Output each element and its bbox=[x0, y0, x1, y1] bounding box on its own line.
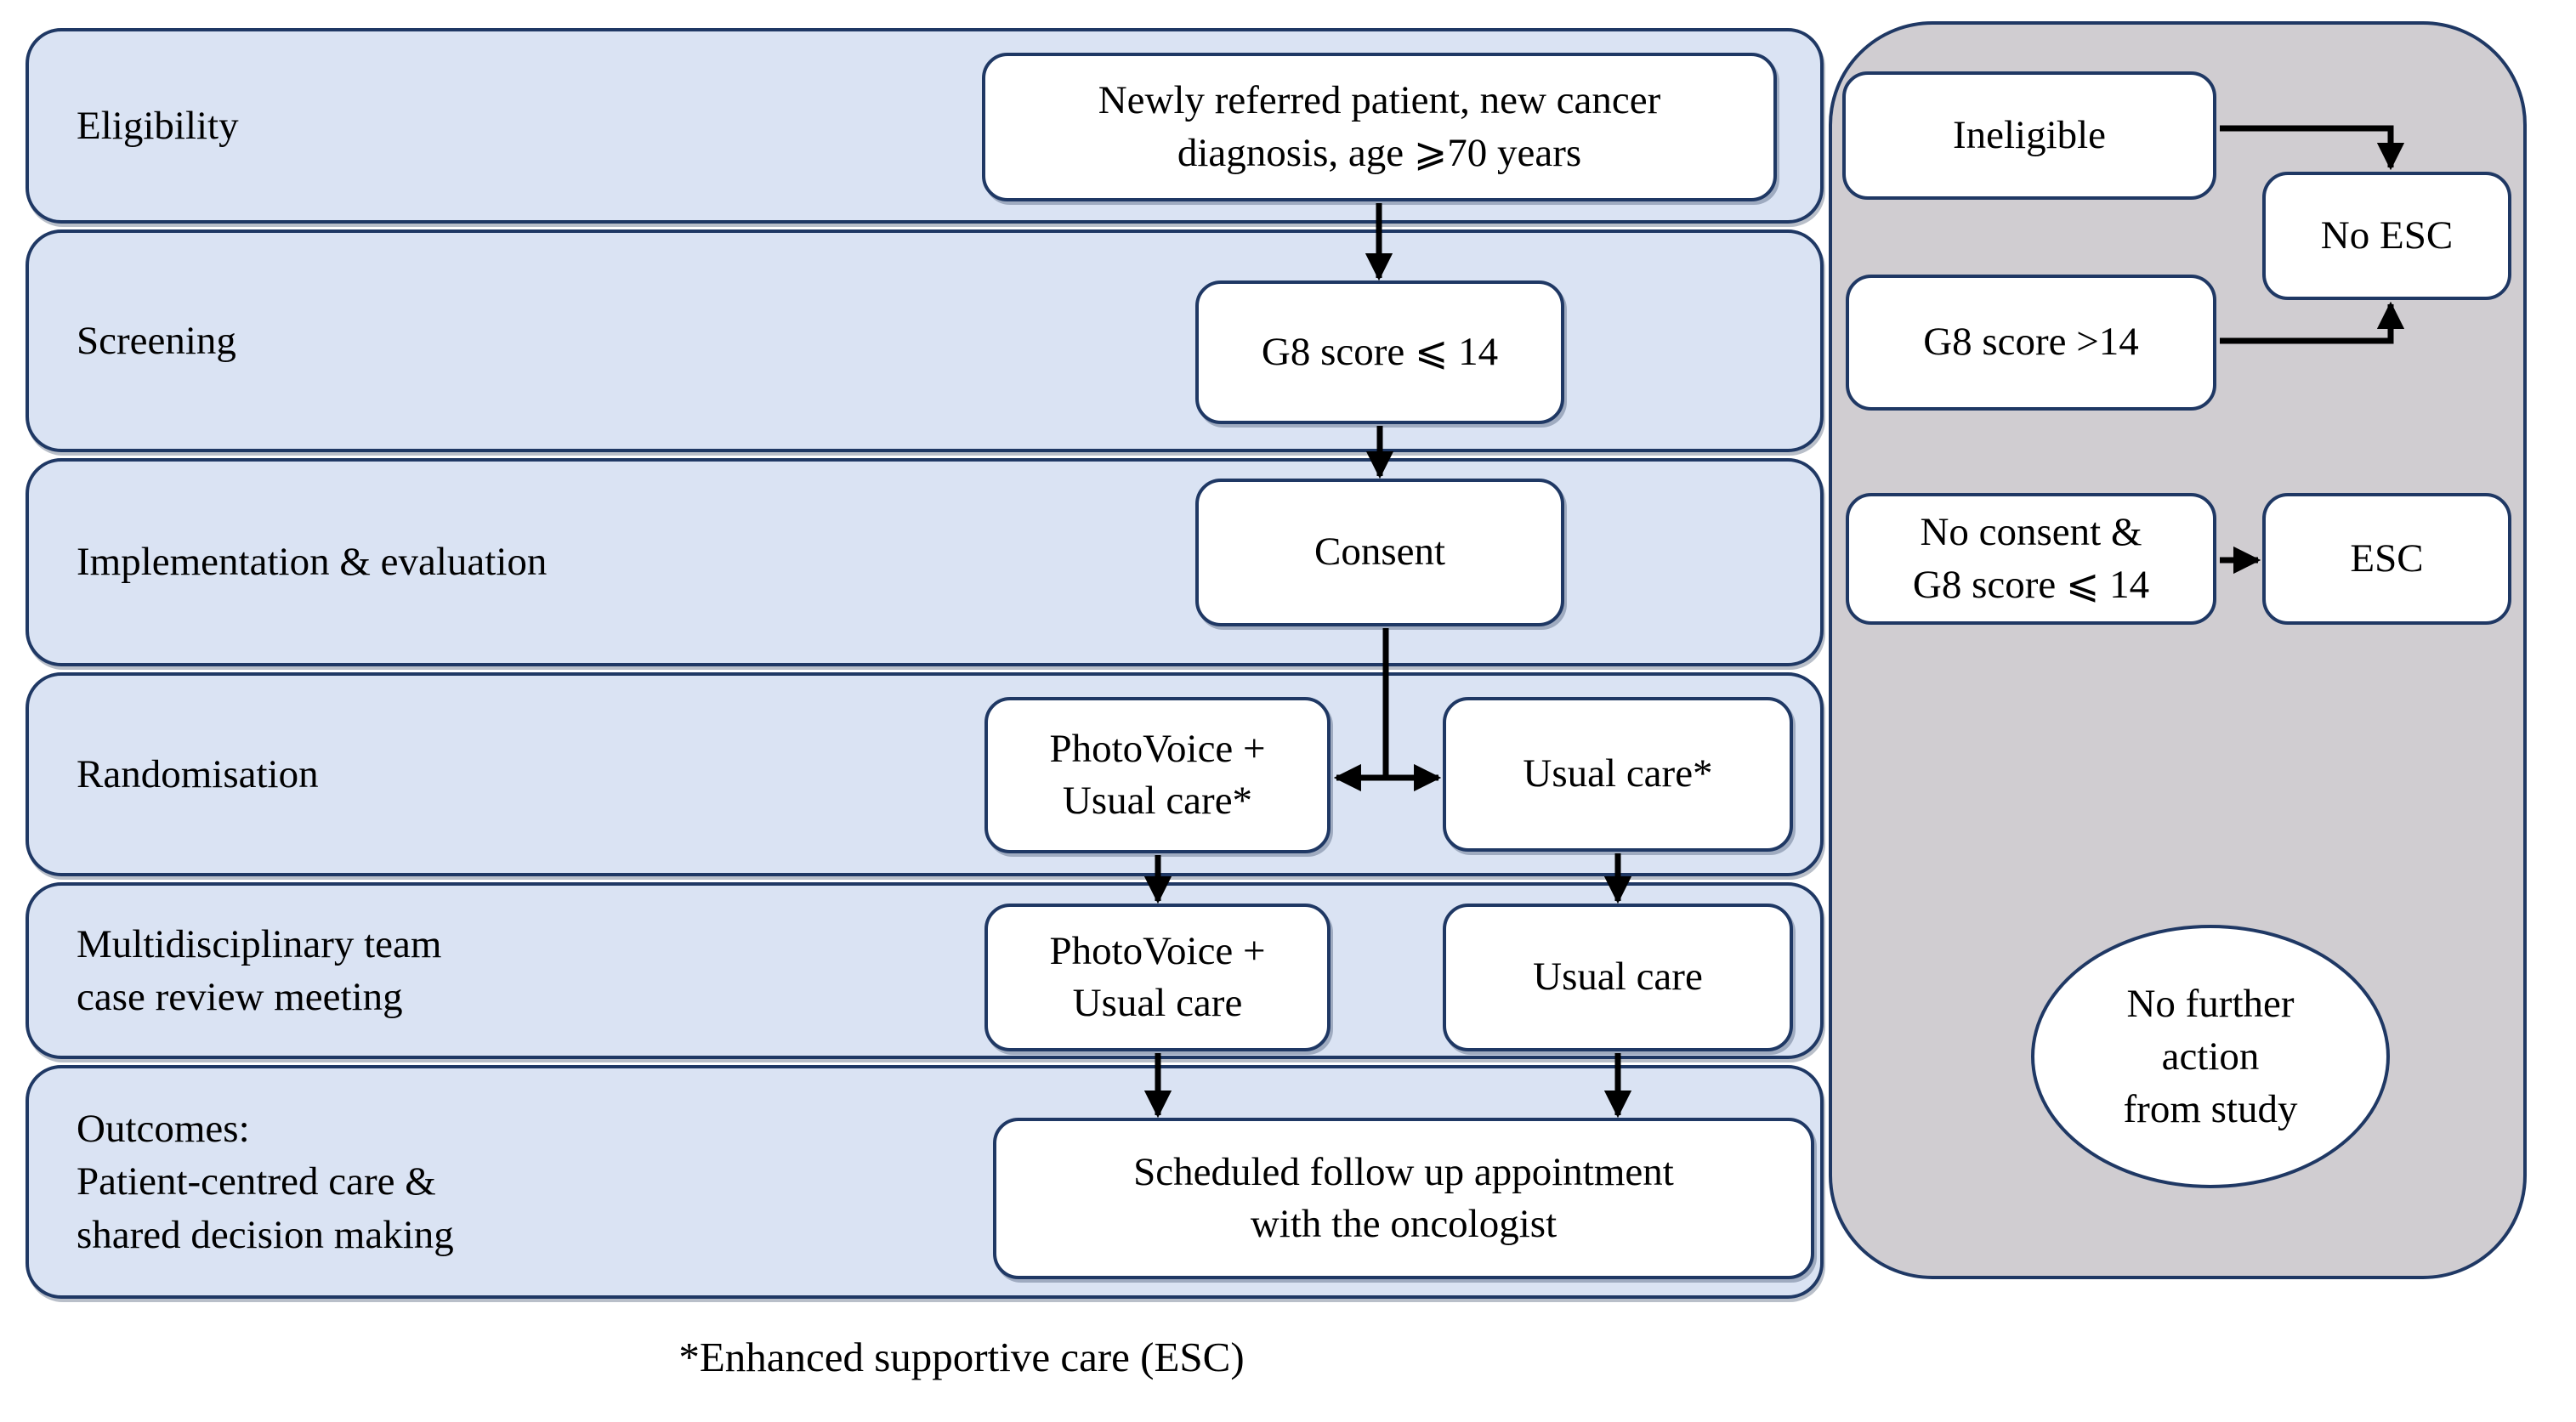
row-screening-label: Screening bbox=[77, 314, 236, 367]
node-text-line: Usual care* bbox=[1062, 779, 1253, 823]
row-label-line: Outcomes: bbox=[77, 1107, 250, 1152]
row-label-line: Patient-centred care & bbox=[77, 1159, 436, 1204]
row-label-line: shared decision making bbox=[77, 1212, 454, 1257]
node-text-line: Newly referred patient, new cancer bbox=[1098, 78, 1661, 123]
node-text-line: No further bbox=[2126, 981, 2295, 1026]
row-label-line: Multidisciplinary team bbox=[77, 921, 442, 966]
node-text-line: Usual care* bbox=[1523, 751, 1713, 796]
node-text-line: action bbox=[2161, 1034, 2260, 1079]
node-text-line: PhotoVoice + bbox=[1049, 928, 1266, 973]
node-text-line: Usual care bbox=[1533, 955, 1703, 1000]
row-label-line: Implementation & evaluation bbox=[77, 540, 548, 585]
node-g8-score-low: G8 score ⩽ 14 bbox=[1195, 280, 1564, 424]
row-outcomes-label: Outcomes: Patient-centred care & shared … bbox=[77, 1102, 454, 1261]
row-label-line: case review meeting bbox=[77, 975, 403, 1019]
node-text-line: diagnosis, age ⩾70 years bbox=[1177, 130, 1582, 175]
row-mdt-meeting-label: Multidisciplinary team case review meeti… bbox=[77, 918, 441, 1023]
node-text-line: Usual care bbox=[1072, 981, 1243, 1025]
row-eligibility-label: Eligibility bbox=[77, 99, 239, 152]
node-followup-appointment: Scheduled follow up appointment with the… bbox=[993, 1118, 1814, 1279]
node-usual-care-star: Usual care* bbox=[1443, 697, 1793, 852]
node-text-line: with the oncologist bbox=[1250, 1202, 1558, 1246]
node-g8-score-high: G8 score >14 bbox=[1846, 275, 2216, 411]
node-text-line: No ESC bbox=[2320, 212, 2454, 258]
node-text-line: G8 score ⩽ 14 bbox=[1912, 562, 2150, 607]
node-consent: Consent bbox=[1195, 479, 1564, 626]
node-text-line: PhotoVoice + bbox=[1049, 726, 1266, 771]
node-text-line: Scheduled follow up appointment bbox=[1133, 1149, 1674, 1194]
node-text-line: No consent & bbox=[1920, 510, 2142, 555]
row-label-line: Eligibility bbox=[77, 103, 239, 148]
node-text-line: Consent bbox=[1314, 530, 1446, 575]
node-esc: ESC bbox=[2262, 493, 2511, 625]
node-no-further-action: No further action from study bbox=[2031, 925, 2390, 1188]
node-newly-referred-patient: Newly referred patient, new cancer diagn… bbox=[982, 53, 1777, 201]
node-photovoice-usual-care: PhotoVoice + Usual care bbox=[984, 904, 1331, 1051]
footnote: *Enhanced supportive care (ESC) bbox=[678, 1334, 1245, 1380]
node-text-line: ESC bbox=[2350, 535, 2424, 581]
node-text-line: G8 score >14 bbox=[1923, 320, 2139, 365]
node-text-line: from study bbox=[2123, 1087, 2298, 1132]
node-no-esc: No ESC bbox=[2262, 172, 2511, 300]
row-randomisation-label: Randomisation bbox=[77, 748, 319, 801]
row-label-line: Randomisation bbox=[77, 751, 319, 796]
row-implementation-label: Implementation & evaluation bbox=[77, 535, 547, 588]
node-usual-care: Usual care bbox=[1443, 904, 1793, 1051]
node-text-line: G8 score ⩽ 14 bbox=[1261, 329, 1499, 374]
node-no-consent: No consent & G8 score ⩽ 14 bbox=[1846, 493, 2216, 625]
row-label-line: Screening bbox=[77, 318, 236, 363]
node-ineligible: Ineligible bbox=[1842, 71, 2216, 200]
node-text-line: Ineligible bbox=[1952, 112, 2107, 157]
node-photovoice-usual-care-star: PhotoVoice + Usual care* bbox=[984, 697, 1331, 853]
